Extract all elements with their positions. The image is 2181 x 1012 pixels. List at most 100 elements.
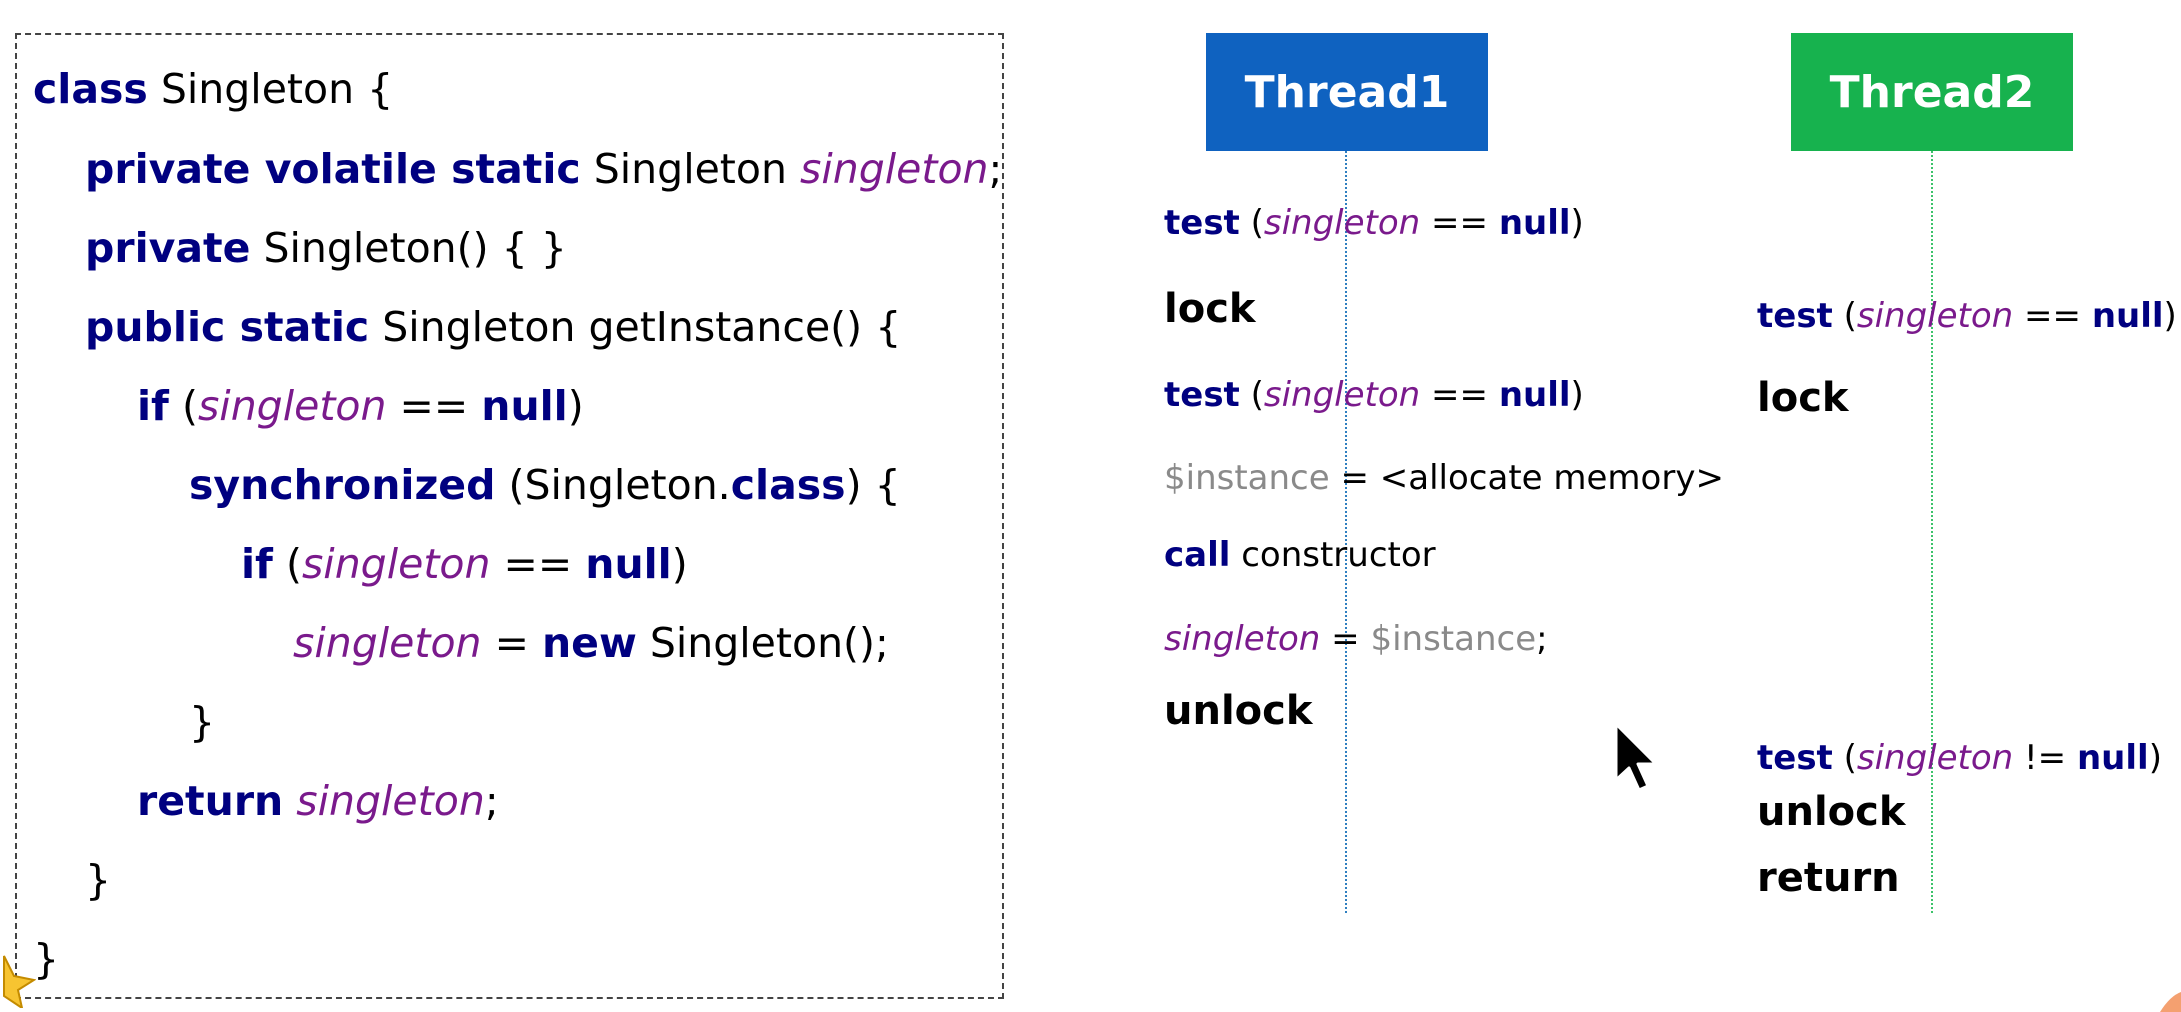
code-line-return: return singleton; xyxy=(137,777,499,825)
step-text: ) xyxy=(2163,296,2177,336)
thread1-step-test-null-2: test (singleton == null) xyxy=(1164,375,1584,415)
thread2-step-test-null: test (singleton == null) xyxy=(1757,296,2177,336)
keyword: null xyxy=(481,382,568,430)
thread1-step-test-null: test (singleton == null) xyxy=(1164,203,1584,243)
mouse-cursor-icon xyxy=(1614,722,1658,792)
thread1-step-allocate: $instance = <allocate memory> xyxy=(1164,458,1724,498)
step-text: = xyxy=(1320,619,1371,659)
keyword: test xyxy=(1164,203,1240,243)
code-text: == xyxy=(386,382,482,430)
instance-var: $instance xyxy=(1164,458,1330,498)
code-line-close-class: } xyxy=(33,935,59,983)
code-text xyxy=(283,777,296,825)
step-text: ( xyxy=(1239,203,1264,243)
code-line-close-sync: } xyxy=(189,698,215,746)
thread1-header: Thread1 xyxy=(1206,33,1488,151)
keyword: if xyxy=(137,382,169,430)
keyword: test xyxy=(1164,375,1240,415)
step-text: == xyxy=(1420,375,1499,415)
code-text: Singleton { xyxy=(147,65,394,113)
thread2-step-return: return xyxy=(1757,855,1900,901)
code-line-assign: singleton = new Singleton(); xyxy=(293,619,889,667)
code-text: Singleton() { } xyxy=(250,224,567,272)
step-text: ( xyxy=(1832,296,1857,336)
code-line-if-inner: if (singleton == null) xyxy=(241,540,688,588)
variable: singleton xyxy=(800,145,989,193)
thread2-title: Thread2 xyxy=(1829,66,2035,118)
code-text: = xyxy=(481,619,542,667)
code-text: == xyxy=(490,540,586,588)
code-line-synchronized: synchronized (Singleton.class) { xyxy=(189,461,901,509)
variable: singleton xyxy=(296,777,485,825)
step-text: = <allocate memory> xyxy=(1329,458,1724,498)
code-line-method: public static Singleton getInstance() { xyxy=(85,303,901,351)
step-text: ) xyxy=(1570,203,1584,243)
step-text: ; xyxy=(1536,619,1548,659)
keyword: class xyxy=(730,461,846,509)
variable: singleton xyxy=(1263,375,1421,415)
variable: singleton xyxy=(1856,296,2014,336)
step-text: ) xyxy=(1570,375,1584,415)
variable: singleton xyxy=(301,540,491,588)
code-text: (Singleton. xyxy=(495,461,731,509)
thread2-step-unlock: unlock xyxy=(1757,789,1906,835)
keyword: null xyxy=(2091,296,2164,336)
code-text: Singleton(); xyxy=(636,619,889,667)
thread2-step-test-not-null: test (singleton != null) xyxy=(1757,738,2162,778)
thread1-step-unlock: unlock xyxy=(1164,688,1313,734)
code-line-class-decl: class Singleton { xyxy=(33,65,393,113)
variable: singleton xyxy=(1164,619,1321,659)
keyword: return xyxy=(137,777,284,825)
code-text: } xyxy=(189,698,216,746)
keyword: public static xyxy=(85,303,370,351)
keyword: new xyxy=(541,619,637,667)
thread1-step-lock: lock xyxy=(1164,286,1256,332)
step-text: ( xyxy=(1239,375,1264,415)
instance-var: $instance xyxy=(1370,619,1537,659)
keyword: test xyxy=(1757,296,1833,336)
code-text: ) xyxy=(567,382,584,430)
keyword: private volatile static xyxy=(85,145,581,193)
code-panel: class Singleton { private volatile stati… xyxy=(15,33,1004,999)
code-line-field: private volatile static Singleton single… xyxy=(85,145,1002,193)
star-icon xyxy=(3,955,36,1008)
code-line-constructor: private Singleton() { } xyxy=(85,224,567,272)
corner-decoration xyxy=(2160,992,2181,1012)
code-text: ( xyxy=(272,540,302,588)
variable: singleton xyxy=(293,619,482,667)
thread1-step-assign: singleton = $instance; xyxy=(1164,619,1548,659)
keyword: null xyxy=(1498,375,1571,415)
code-text: ) xyxy=(671,540,688,588)
code-text: ; xyxy=(484,777,499,825)
variable: singleton xyxy=(197,382,387,430)
keyword: synchronized xyxy=(189,461,496,509)
variable: singleton xyxy=(1856,738,2014,778)
thread2-step-lock: lock xyxy=(1757,375,1849,421)
code-text: ( xyxy=(168,382,198,430)
code-line-if-outer: if (singleton == null) xyxy=(137,382,584,430)
keyword: private xyxy=(85,224,251,272)
thread1-lifeline xyxy=(1345,151,1347,913)
keyword: null xyxy=(1498,203,1571,243)
step-text: ) xyxy=(2148,738,2162,778)
thread2-header: Thread2 xyxy=(1791,33,2073,151)
keyword: call xyxy=(1164,535,1231,575)
step-text: != xyxy=(2013,738,2077,778)
keyword: if xyxy=(241,540,273,588)
step-text: constructor xyxy=(1230,535,1436,575)
keyword: null xyxy=(585,540,672,588)
step-text: ( xyxy=(1832,738,1857,778)
keyword: test xyxy=(1757,738,1833,778)
code-text: } xyxy=(85,856,112,904)
code-text: Singleton xyxy=(580,145,800,193)
thread1-title: Thread1 xyxy=(1244,66,1450,118)
thread2-lifeline xyxy=(1931,151,1933,913)
keyword: class xyxy=(33,65,148,113)
variable: singleton xyxy=(1263,203,1421,243)
keyword: null xyxy=(2076,738,2149,778)
code-line-close-method: } xyxy=(85,856,111,904)
code-text: ) { xyxy=(845,461,901,509)
step-text: == xyxy=(1420,203,1499,243)
thread1-step-constructor: call constructor xyxy=(1164,535,1436,575)
code-text: ; xyxy=(988,145,1003,193)
